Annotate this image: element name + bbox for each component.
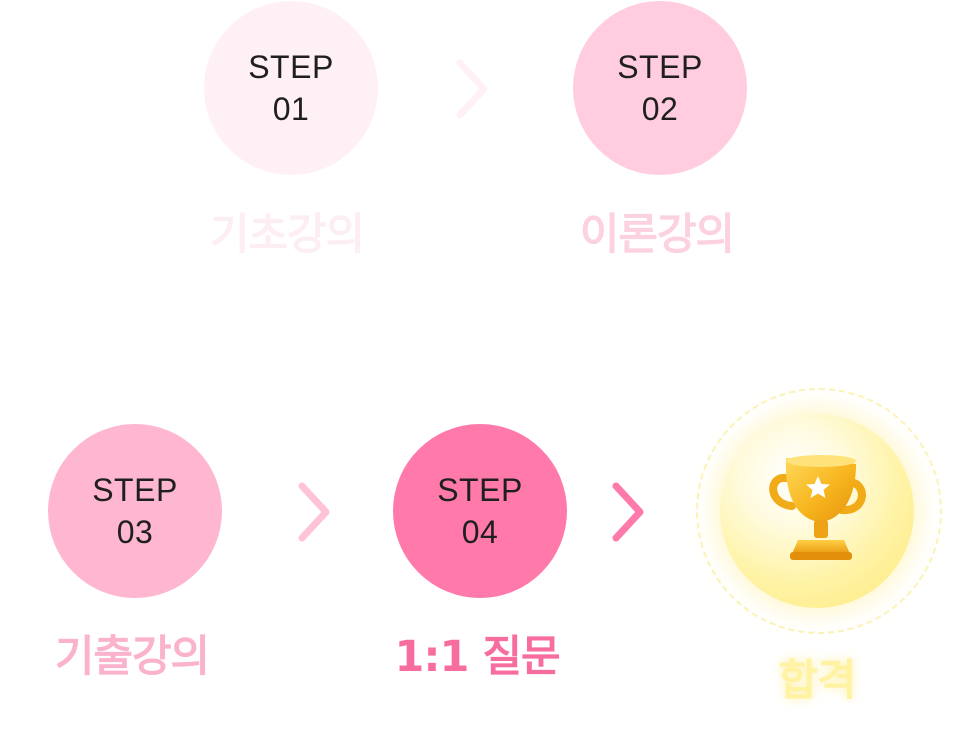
- chevron-right-icon: [296, 480, 336, 544]
- step-02-title: 이론강의: [579, 210, 735, 260]
- step-02-label: STEP: [617, 49, 703, 85]
- goal-title: 합격: [778, 656, 856, 706]
- chevron-right-icon: [454, 57, 494, 121]
- step-03-title: 기출강의: [54, 632, 210, 682]
- step-01-circle: STEP 01: [204, 1, 378, 175]
- step-02-circle: STEP 02: [573, 1, 747, 175]
- step-02-number: 02: [641, 91, 679, 127]
- step-04-label: STEP: [437, 472, 523, 508]
- step-04-number: 04: [461, 514, 499, 550]
- trophy-icon: [764, 446, 874, 566]
- chevron-right-icon: [610, 480, 650, 544]
- step-01-number: 01: [272, 91, 310, 127]
- step-03-circle: STEP 03: [48, 424, 222, 598]
- step-01-label: STEP: [248, 49, 334, 85]
- step-03-label: STEP: [92, 472, 178, 508]
- step-04-title: 1:1 질문: [394, 632, 560, 682]
- step-04-circle: STEP 04: [393, 424, 567, 598]
- step-03-number: 03: [116, 514, 154, 550]
- step-01-title: 기초강의: [209, 210, 365, 260]
- goal-halo: [696, 388, 942, 634]
